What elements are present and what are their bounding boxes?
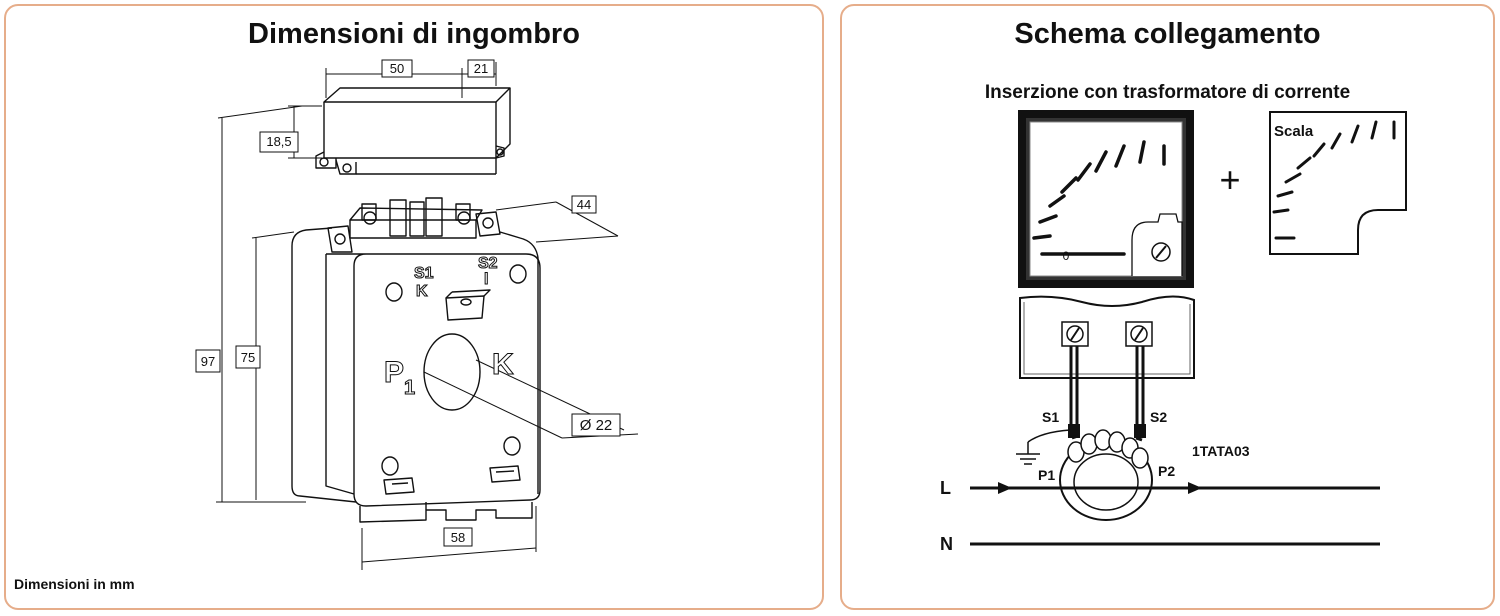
wiring-diagram: 0 + Scala [940,110,1407,554]
marking-p1-subscript: 1 [404,377,415,399]
wire-label-s2: S2 [1150,409,1167,425]
line-label-n: N [940,534,953,554]
transformer-body-drawing [291,197,541,523]
power-lines [970,486,1380,546]
dim-body-height-label: 75 [241,350,255,365]
ct-model-label: 1TATA03 [1192,443,1250,459]
dim-depth-body-label: 44 [577,197,591,212]
marking-s1: S1 [414,265,434,282]
marking-l-lower: l [484,271,488,288]
ct-label-p1: P1 [1038,467,1055,483]
dimension-drawing: 50 21 18,5 44 97 75 Ø 22 58 S1 K S2 l P … [195,59,639,570]
scale-card [1269,111,1407,255]
ct-label-p2: P2 [1158,463,1175,479]
ammeter-front: 0 [1018,110,1194,288]
secondary-wires [1069,346,1145,426]
dim-total-height-label: 97 [201,354,215,369]
current-transformer-coil [1059,429,1153,521]
dim-height-top-label: 18,5 [266,134,291,149]
dimensions-footer: Dimensioni in mm [14,576,135,592]
dimensions-panel: Dimensioni di ingombro [4,4,824,610]
terminal-cover-drawing [315,87,511,175]
line-label-l: L [940,478,951,498]
ground-icon [1016,429,1071,465]
dim-base-width-label: 58 [451,530,465,545]
plus-sign: + [1219,159,1240,200]
marking-s2: S2 [478,255,498,272]
meter-housing [1019,295,1195,379]
meter-zero-mark: 0 [1063,249,1070,263]
connection-diagram-panel: Schema collegamento Inserzione con trasf… [840,4,1495,610]
dimensions-title: Dimensioni di ingombro [248,18,580,50]
scale-label: Scala [1274,123,1314,140]
dim-width-top-label: 50 [390,61,404,76]
marking-k-upper: K [416,283,428,300]
wire-label-s1: S1 [1042,409,1059,425]
dim-hole-diameter-label: Ø 22 [580,417,613,434]
marking-k-side: K [492,348,514,381]
dim-depth-top-label: 21 [474,61,488,76]
connection-title: Schema collegamento [1014,18,1321,50]
line-arrow-in-icon [998,482,1012,494]
connection-subtitle: Inserzione con trasformatore di corrente [984,82,1351,103]
marking-p1: P [384,356,404,389]
line-arrow-out-icon [1188,482,1202,494]
